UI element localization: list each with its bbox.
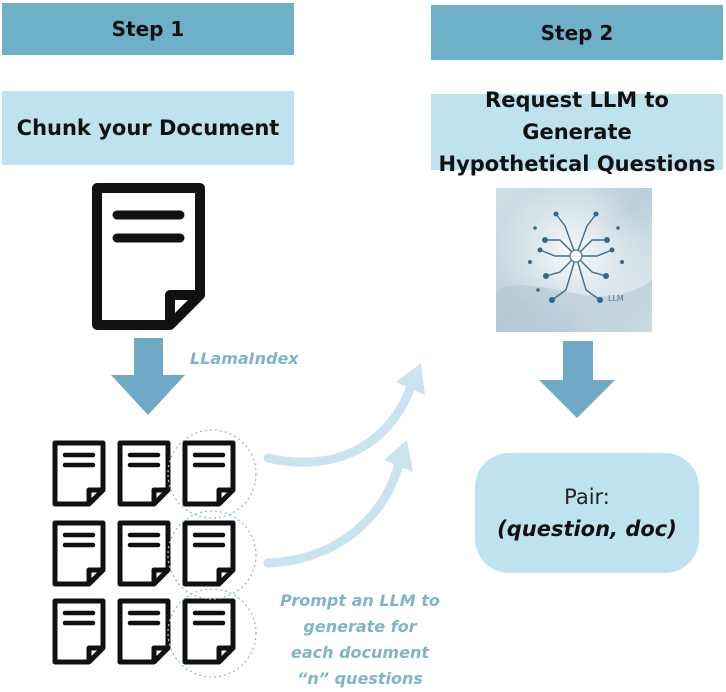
document-chunk-icon bbox=[185, 443, 233, 504]
step1-header: Step 1 bbox=[2, 3, 294, 55]
curved-arrows bbox=[263, 375, 418, 568]
curved-arrow-lower-head bbox=[384, 440, 413, 472]
step1-header-label: Step 1 bbox=[111, 17, 185, 41]
image-caption: LLM bbox=[608, 294, 624, 303]
highlight-circle bbox=[167, 429, 257, 519]
curved-arrow-upper-head bbox=[396, 363, 425, 395]
highlight-circles bbox=[167, 429, 257, 678]
prompt-label: Prompt an LLM to generate for each docum… bbox=[270, 588, 450, 692]
document-chunk-icon bbox=[55, 523, 103, 584]
highlight-circle bbox=[167, 510, 257, 600]
curved-arrow-lower bbox=[263, 455, 405, 568]
step1-title: Chunk your Document bbox=[16, 116, 280, 140]
document-chunk-icon bbox=[120, 601, 168, 662]
step2-header: Step 2 bbox=[431, 5, 723, 60]
pair-value: (question, doc) bbox=[497, 517, 677, 541]
document-chunk-icon bbox=[185, 523, 233, 584]
prompt-label-line: each document bbox=[291, 643, 429, 662]
prompt-label-line: Prompt an LLM to bbox=[280, 591, 440, 610]
step2-title-box: Request LLM to Generate Hypothetical Que… bbox=[431, 88, 723, 176]
step1-title-box: Chunk your Document bbox=[2, 91, 294, 165]
document-chunk-icon bbox=[55, 443, 103, 504]
prompt-label-line: “n” questions bbox=[297, 669, 423, 688]
step2-header-label: Step 2 bbox=[540, 20, 614, 45]
step2-title-line2: Hypothetical Questions bbox=[438, 152, 716, 176]
down-arrow-left bbox=[111, 338, 185, 415]
document-icon bbox=[97, 188, 200, 325]
highlight-circle bbox=[167, 588, 257, 678]
document-chunk-icon bbox=[55, 601, 103, 662]
pair-label: Pair: bbox=[564, 485, 610, 509]
step2-title-line1: Request LLM to Generate bbox=[485, 88, 669, 144]
down-arrow-right bbox=[539, 341, 615, 418]
neural-network-image: LLM bbox=[496, 188, 652, 332]
llamaindex-label: LLamaIndex bbox=[190, 349, 299, 368]
prompt-label-line: generate for bbox=[303, 617, 417, 636]
document-chunk-icon bbox=[120, 523, 168, 584]
document-chunk-icon bbox=[120, 443, 168, 504]
curved-arrow-upper bbox=[263, 375, 418, 467]
document-chunk-grid bbox=[55, 443, 233, 662]
pair-box: Pair: (question, doc) bbox=[475, 453, 699, 573]
document-chunk-icon bbox=[185, 601, 233, 662]
